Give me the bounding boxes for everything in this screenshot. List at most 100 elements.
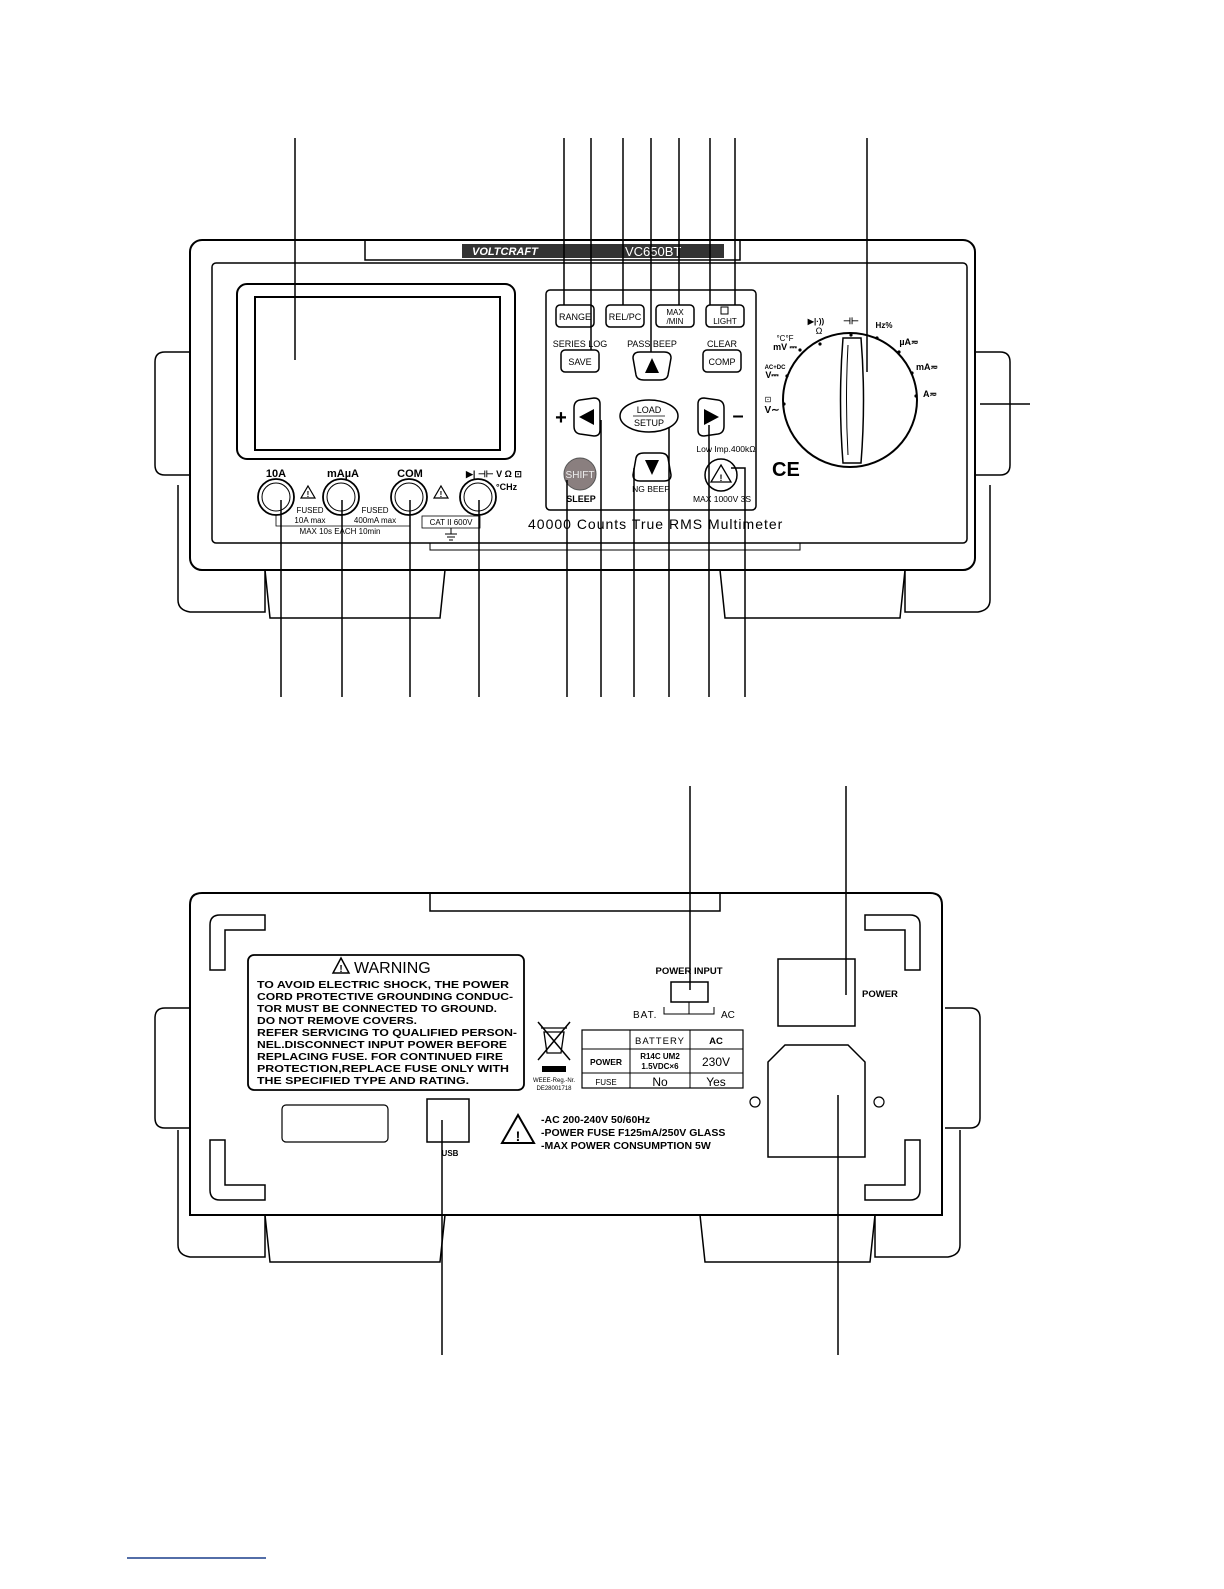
ac-power-socket[interactable] <box>767 1044 866 1158</box>
max-min-button-label-2: /MIN <box>667 317 684 326</box>
dial-hz-label: Hz% <box>876 321 893 330</box>
rear-housing <box>189 892 943 1216</box>
save-button-label: SAVE <box>568 357 591 367</box>
warning-line: REFER SERVICING TO QUALIFIED PERSON- <box>257 1027 518 1039</box>
up-arrow-button[interactable] <box>632 351 672 381</box>
jack-ma-ua[interactable] <box>322 478 360 516</box>
rear-right-foot <box>874 1130 961 1258</box>
rear-left-handle <box>154 1007 190 1129</box>
jack-com-label: COM <box>397 468 423 480</box>
front-callout-lines-bottom <box>280 420 746 697</box>
warning-line: THE SPECIFIED TYPE AND RATING. <box>257 1075 469 1087</box>
max-10s-label: MAX 10s EACH 10min <box>300 527 381 536</box>
minus-label: – <box>732 405 743 427</box>
warning-line: TO AVOID ELECTRIC SHOCK, THE POWER <box>257 979 509 991</box>
ac-label: AC <box>721 1010 735 1021</box>
rear-bumper-top-left <box>209 914 266 971</box>
pass-beep-label: PASS BEEP <box>627 339 677 349</box>
table-row-power-label: POWER <box>590 1057 622 1067</box>
load-button-label: LOAD <box>637 405 662 415</box>
rear-right-handle <box>945 1007 981 1129</box>
sleep-label: SLEEP <box>566 494 596 504</box>
rear-bumper-bottom-right <box>864 1139 921 1201</box>
rotary-dial[interactable] <box>782 332 918 468</box>
dial-cf-label: °C°F <box>776 334 793 343</box>
rear-view: ! WARNING TO AVOID ELECTRIC SHOCK, THE P… <box>154 786 981 1355</box>
range-button[interactable]: RANGE <box>555 304 595 328</box>
hold-icon <box>720 306 729 315</box>
table-row-fuse-ac: Yes <box>706 1075 726 1089</box>
warning-title-icon-mark: ! <box>339 964 342 975</box>
dial-diode-label: ▶|·)) <box>807 317 825 326</box>
table-row-fuse-battery: No <box>652 1075 668 1089</box>
down-arrow-button[interactable] <box>632 452 672 482</box>
weee-reg-label: WEEE-Reg.-Nr. <box>533 1078 575 1084</box>
power-switch[interactable] <box>777 958 856 1027</box>
light-button[interactable]: LIGHT <box>705 304 745 328</box>
ce-mark: CE <box>772 459 800 481</box>
jack-volt-label: ▶| ⊣⊢ V Ω ⊡ <box>465 469 522 479</box>
rear-left-foot <box>177 1130 266 1258</box>
jack-com[interactable] <box>390 478 428 516</box>
jack-10a[interactable] <box>257 478 295 516</box>
max-1000v-label: MAX 1000V 3S <box>693 494 751 504</box>
warning-line: REPLACING FUSE. FOR CONTINUED FIRE <box>257 1051 503 1063</box>
warning-triangle-icon-2-mark: ! <box>440 490 443 499</box>
dial-cap-label: ⊣⊢ <box>843 316 859 326</box>
dial-ma-label: mA≂ <box>916 362 938 372</box>
front-left-handle <box>154 351 190 476</box>
front-callout-lines-top <box>294 138 1030 405</box>
spec-warning-icon <box>500 1112 536 1144</box>
front-subtitle: 40000 Counts True RMS Multimeter <box>528 516 783 532</box>
low-impedance-button[interactable]: ! <box>704 458 738 492</box>
dial-vdc-label: V⎓ <box>765 370 779 380</box>
left-arrow-button[interactable] <box>573 397 601 437</box>
save-button[interactable]: SAVE <box>560 349 600 373</box>
bat-label: BAT. <box>633 1010 657 1021</box>
front-subpanel <box>429 542 801 551</box>
table-header-ac: AC <box>709 1036 723 1047</box>
front-right-handle <box>975 351 1011 476</box>
warning-triangle-mark: ! <box>720 473 723 483</box>
dial-acdc-label: AC+DC <box>765 365 787 371</box>
spec-line: -MAX POWER CONSUMPTION 5W <box>541 1140 711 1152</box>
ground-icon <box>445 528 457 541</box>
right-arrow-button[interactable] <box>697 397 725 437</box>
warning-line: TOR MUST BE CONNECTED TO GROUND. <box>257 1003 497 1015</box>
comp-button-label: COMP <box>709 357 736 367</box>
low-imp-label: Low Imp.400kΩ <box>696 444 755 454</box>
spec-line: -POWER FUSE F125mA/250V GLASS <box>541 1127 725 1139</box>
plus-label: + <box>555 407 567 429</box>
rel-pc-button[interactable]: REL/PC <box>605 304 645 328</box>
dial-lowz-label: ⊡ <box>765 395 772 404</box>
jack-volt-ohm[interactable] <box>459 478 497 516</box>
load-setup-button[interactable]: LOAD SETUP <box>619 399 679 433</box>
comp-button[interactable]: COMP <box>702 349 742 373</box>
warning-triangle-icon <box>709 463 733 483</box>
jack-ma-ua-label: mAµA <box>327 468 359 480</box>
usb-port[interactable] <box>426 1098 470 1143</box>
shift-button-label: SHIFT <box>566 470 595 481</box>
setup-button-label: SETUP <box>634 418 664 428</box>
warning-box <box>247 954 525 1091</box>
dial-markings: ▶|·)) Ω ⊣⊢ Hz% µA≂ mA≂ A≂ °C°F mV ⎓ AC+D… <box>764 316 938 416</box>
front-right-foot <box>904 485 991 613</box>
dial-vac-label: V∼ <box>764 405 779 416</box>
rear-label-plate <box>281 1104 389 1143</box>
warning-triangle-icon-2 <box>432 484 450 499</box>
light-button-label: LIGHT <box>713 317 737 326</box>
table-row-fuse-label: FUSE <box>595 1078 616 1087</box>
series-log-label: SERIES LOG <box>553 339 608 349</box>
warning-line: NEL.DISCONNECT INPUT POWER BEFORE <box>257 1039 507 1051</box>
front-left-foot <box>177 485 266 613</box>
spec-line: -AC 200-240V 50/60Hz <box>541 1114 650 1126</box>
model-name: VC650BT <box>625 244 681 259</box>
dial-mv-label: mV ⎓ <box>773 342 798 352</box>
rear-top-ridge <box>429 892 721 912</box>
shift-button[interactable]: SHIFT <box>563 457 597 491</box>
fused-label-2b: 400mA max <box>354 516 396 525</box>
dial-pointer <box>846 344 849 456</box>
max-min-button[interactable]: MAX /MIN <box>655 304 695 328</box>
